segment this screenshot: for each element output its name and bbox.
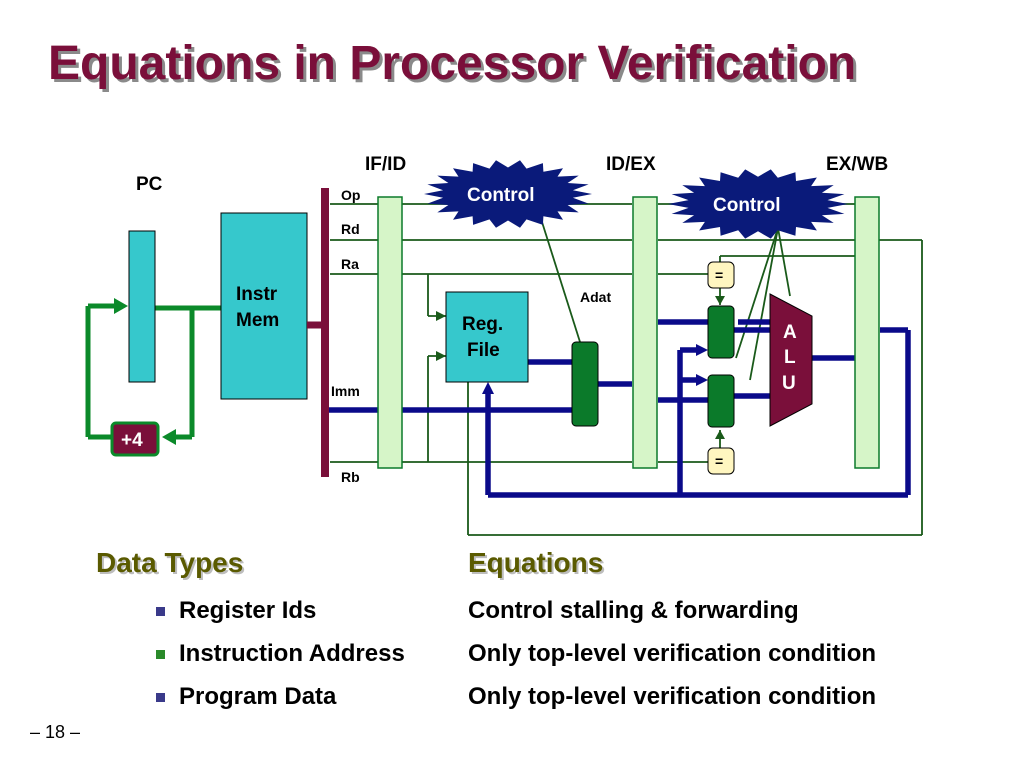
stage-label-ex-wb: EX/WB — [826, 154, 888, 175]
bullet-2 — [156, 650, 165, 659]
control-label-2: Control — [713, 195, 781, 216]
pc-loop — [85, 303, 222, 440]
stage-label-id-ex: ID/EX — [606, 154, 656, 175]
instr-mem-block — [220, 212, 308, 400]
instr-mem-label-2: Mem — [236, 310, 279, 331]
plus4-adder — [110, 421, 160, 457]
data-type-1: Register Ids — [179, 597, 317, 624]
data-types-heading: Data Types — [96, 547, 244, 578]
data-buses — [328, 319, 911, 498]
field-ra: Ra — [341, 256, 359, 272]
data-type-2: Instruction Address — [179, 640, 405, 667]
pipeline-reg-if-id — [377, 196, 403, 469]
pc-label: PC — [136, 174, 163, 195]
comparator-a — [707, 261, 735, 289]
bullet-1 — [156, 607, 165, 616]
instruction-bus — [321, 188, 329, 477]
control-starburst-1 — [424, 160, 592, 228]
data-type-3: Program Data — [179, 683, 337, 710]
mux-imm-select — [571, 341, 599, 427]
equation-3: Only top-level verification condition — [468, 683, 877, 710]
equations-heading: Equations — [468, 547, 604, 578]
pipeline-diagram: PC +4 Instr Mem Op Rd Ra Imm Rb IF/ID ID… — [85, 154, 923, 536]
comparator-b — [707, 447, 735, 475]
field-op: Op — [341, 187, 360, 203]
comparator-b-symbol: = — [715, 453, 723, 469]
field-rd: Rd — [341, 221, 360, 237]
bullet-3 — [156, 693, 165, 702]
alu-letter-a: A — [783, 322, 797, 343]
reg-file-block — [445, 291, 529, 383]
slide-title: Equations in Processor Verification — [48, 37, 857, 90]
reg-file-label-1: Reg. — [462, 314, 503, 335]
pc-register — [128, 230, 156, 383]
pipeline-reg-ex-wb — [854, 196, 880, 469]
slide-number: – 18 – — [30, 722, 81, 742]
pipeline-reg-id-ex — [632, 196, 658, 469]
instr-mem-label-1: Instr — [236, 284, 278, 305]
plus4-label: +4 — [121, 430, 143, 451]
control-label-1: Control — [467, 185, 535, 206]
comparator-a-symbol: = — [715, 267, 723, 283]
equation-1: Control stalling & forwarding — [468, 597, 799, 624]
stage-label-if-id: IF/ID — [365, 154, 406, 175]
equation-2: Only top-level verification condition — [468, 640, 877, 667]
field-imm: Imm — [331, 383, 360, 399]
mux-forward-a — [707, 305, 735, 359]
mux-forward-b — [707, 374, 735, 428]
adat-label: Adat — [580, 289, 611, 305]
reg-file-label-2: File — [467, 340, 500, 361]
alu-letter-u: U — [782, 373, 796, 394]
alu-block — [769, 293, 813, 427]
control-starburst-2 — [668, 169, 848, 239]
alu-letter-l: L — [784, 347, 796, 368]
field-rb: Rb — [341, 469, 360, 485]
